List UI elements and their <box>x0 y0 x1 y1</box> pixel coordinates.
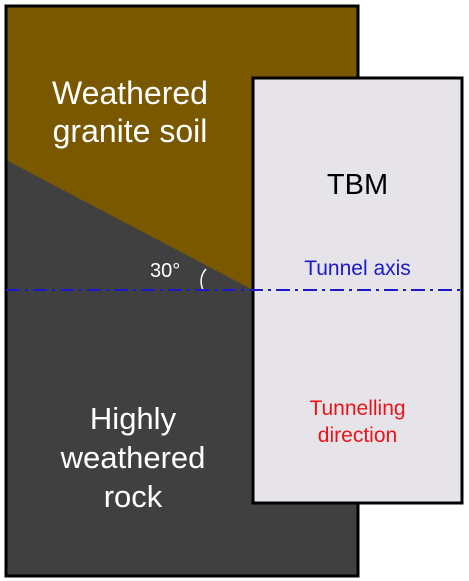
angle-label: 30° <box>150 260 181 282</box>
tunnel-axis-label: Tunnel axis <box>304 257 411 280</box>
angle-arc <box>200 268 207 291</box>
rock-label-line-3: rock <box>103 478 163 514</box>
soil-label-line-1: Weathered <box>52 75 208 111</box>
rock-label-line-2: weathered <box>60 439 206 475</box>
rock-label-line-1: Highly <box>89 401 177 436</box>
direction-label-line-2: direction <box>317 424 398 448</box>
rock-layer-label: Highly weathered rock <box>48 400 218 516</box>
direction-label-line-1: Tunnelling <box>309 397 406 420</box>
soil-label-line-2: granite soil <box>52 113 208 150</box>
tbm-label: TBM <box>326 169 389 201</box>
tunnelling-direction-label: Tunnelling direction <box>255 395 460 450</box>
soil-layer-label: Weathered granite soil <box>40 74 220 151</box>
